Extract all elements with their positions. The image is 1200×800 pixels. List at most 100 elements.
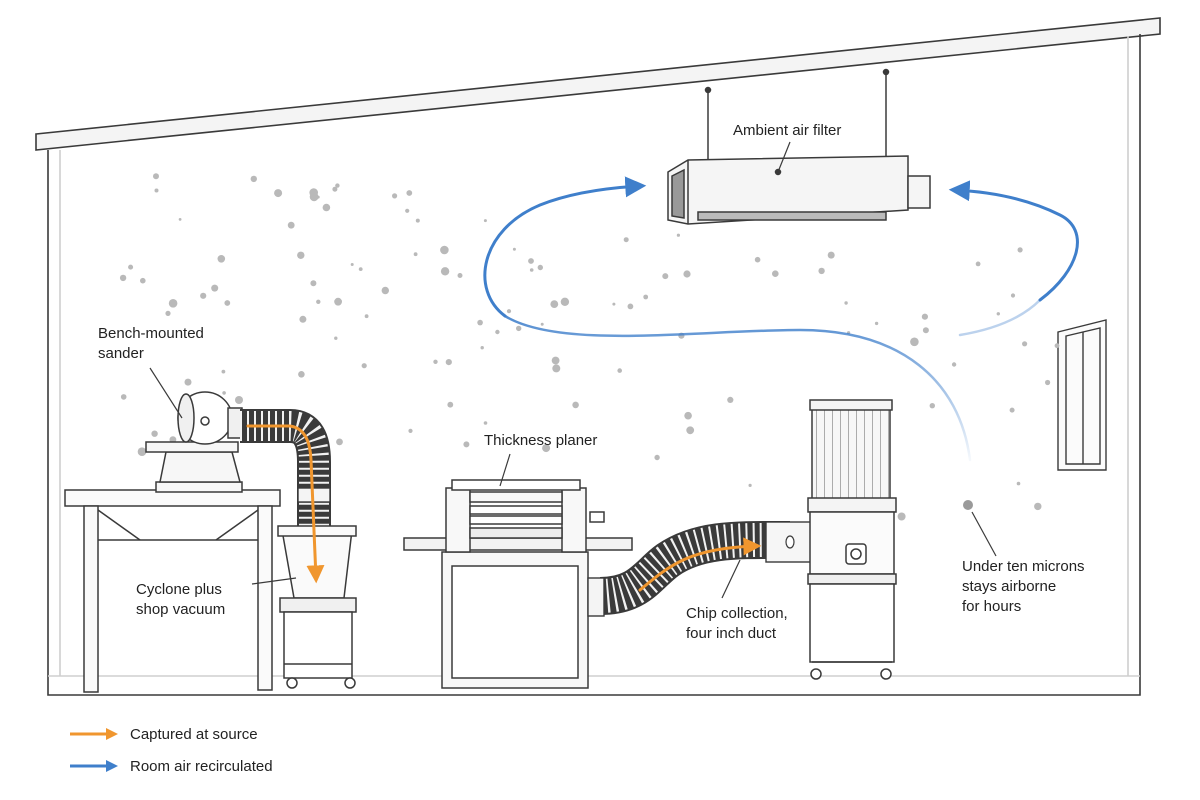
micron-particle [963, 500, 997, 557]
workbench [64, 489, 281, 693]
dust-speck [334, 297, 342, 306]
dust-speck [662, 273, 669, 280]
dust-speck [408, 428, 413, 433]
dust-speck [643, 294, 649, 300]
dust-speck [627, 303, 634, 310]
legend-item-recirculated: Room air recirculated [68, 756, 273, 776]
dust-speck [140, 277, 146, 284]
dust-speck [463, 441, 470, 448]
legend-item-captured: Captured at source [68, 724, 258, 744]
dust-speck [287, 221, 295, 229]
dust-speck [165, 310, 171, 316]
legend-label-recirculated: Room air recirculated [130, 757, 273, 775]
dust-speck [440, 267, 450, 276]
dust-speck [364, 314, 369, 319]
microns-label-line-1: Under ten microns [962, 558, 1085, 575]
dust-speck [684, 411, 692, 420]
recirculation-return-right [958, 298, 1042, 337]
dust-speck [686, 426, 695, 435]
dust-speck [457, 273, 463, 278]
cyclone-shop-vacuum [251, 525, 357, 689]
dust-speck [612, 302, 616, 306]
thickness-planer [403, 453, 633, 689]
dust-speck [654, 454, 660, 461]
dust-speck [540, 322, 544, 326]
dust-speck [483, 219, 487, 223]
dust-speck [683, 270, 691, 278]
dust-speck [250, 175, 257, 183]
dust-speck [120, 394, 127, 400]
dust-speck [297, 251, 305, 259]
dust-speck [224, 300, 231, 306]
dust-speck [137, 447, 147, 457]
planer-label: Thickness planer [484, 432, 598, 449]
sander-label-line-1: Bench-mounted [98, 325, 204, 342]
chip-collection-duct [587, 520, 815, 617]
dust-speck [350, 263, 354, 266]
orange-arrow-icon [70, 728, 118, 740]
dust-speck [676, 233, 681, 237]
dust-speck [221, 369, 226, 374]
dust-speck [406, 190, 413, 196]
dust-speck [1022, 341, 1028, 347]
dust-speck [560, 297, 570, 306]
dust-speck [495, 329, 500, 335]
dust-speck [153, 173, 159, 180]
dust-speck [921, 313, 929, 320]
dust-speck [529, 268, 534, 272]
microns-label-line-3: for hours [962, 598, 1022, 615]
dust-speck [528, 258, 534, 264]
dust-speck [445, 359, 452, 366]
dust-speck [818, 267, 825, 275]
dust-speck [477, 319, 483, 326]
dust-speck [336, 438, 343, 446]
dust-speck [922, 327, 929, 334]
chip-collection-label: Chip collection, four inch duct [686, 604, 788, 644]
sander-hose [240, 409, 331, 530]
dust-speck [929, 403, 935, 409]
dust-speck [200, 292, 207, 299]
blue-arrow-icon [70, 760, 118, 772]
dust-speck [506, 309, 512, 314]
dust-speck [274, 189, 283, 198]
dust-speck [552, 364, 561, 373]
ambient-air-filter [667, 68, 931, 225]
dust-speck [537, 264, 543, 271]
dust-speck [1034, 502, 1042, 511]
dust-speck [512, 247, 516, 251]
dust-speck [897, 512, 906, 521]
cyclone-label-line-1: Cyclone plus [136, 581, 222, 598]
microns-label: Under ten microns stays airborne for hou… [962, 557, 1085, 617]
dust-speck [1009, 407, 1015, 413]
captured-flow-sander [246, 424, 325, 584]
chip-collection-label-line-1: Chip collection, [686, 605, 788, 622]
workshop-room [35, 17, 1161, 696]
dust-speck [211, 284, 219, 292]
dust-speck [827, 251, 835, 259]
sander-label-line-2: sander [98, 345, 144, 362]
dust-speck [154, 188, 159, 193]
microns-label-line-2: stays airborne [962, 578, 1057, 595]
dust-speck [440, 245, 449, 255]
legend-label-captured: Captured at source [130, 725, 258, 743]
dust-speck [1010, 293, 1016, 298]
dust-speck [299, 315, 307, 323]
dust-speck [119, 274, 127, 282]
dust-speck [1016, 481, 1021, 486]
dust-speck [975, 261, 981, 267]
recirculation-flow [483, 176, 1079, 462]
dust-speck [413, 252, 418, 257]
dust-speck [951, 362, 957, 367]
dust-speck [433, 359, 438, 364]
dust-speck [996, 312, 1000, 316]
dust-speck [447, 401, 454, 408]
dust-speck [1017, 247, 1023, 253]
dust-speck [551, 356, 560, 365]
dust-speck [322, 203, 331, 212]
recirculation-arrow-right [948, 180, 1079, 302]
airborne-dust [119, 173, 1060, 521]
recirculation-return-left [503, 314, 972, 462]
dust-speck [392, 193, 398, 199]
sander-label: Bench-mounted sander [98, 324, 204, 364]
